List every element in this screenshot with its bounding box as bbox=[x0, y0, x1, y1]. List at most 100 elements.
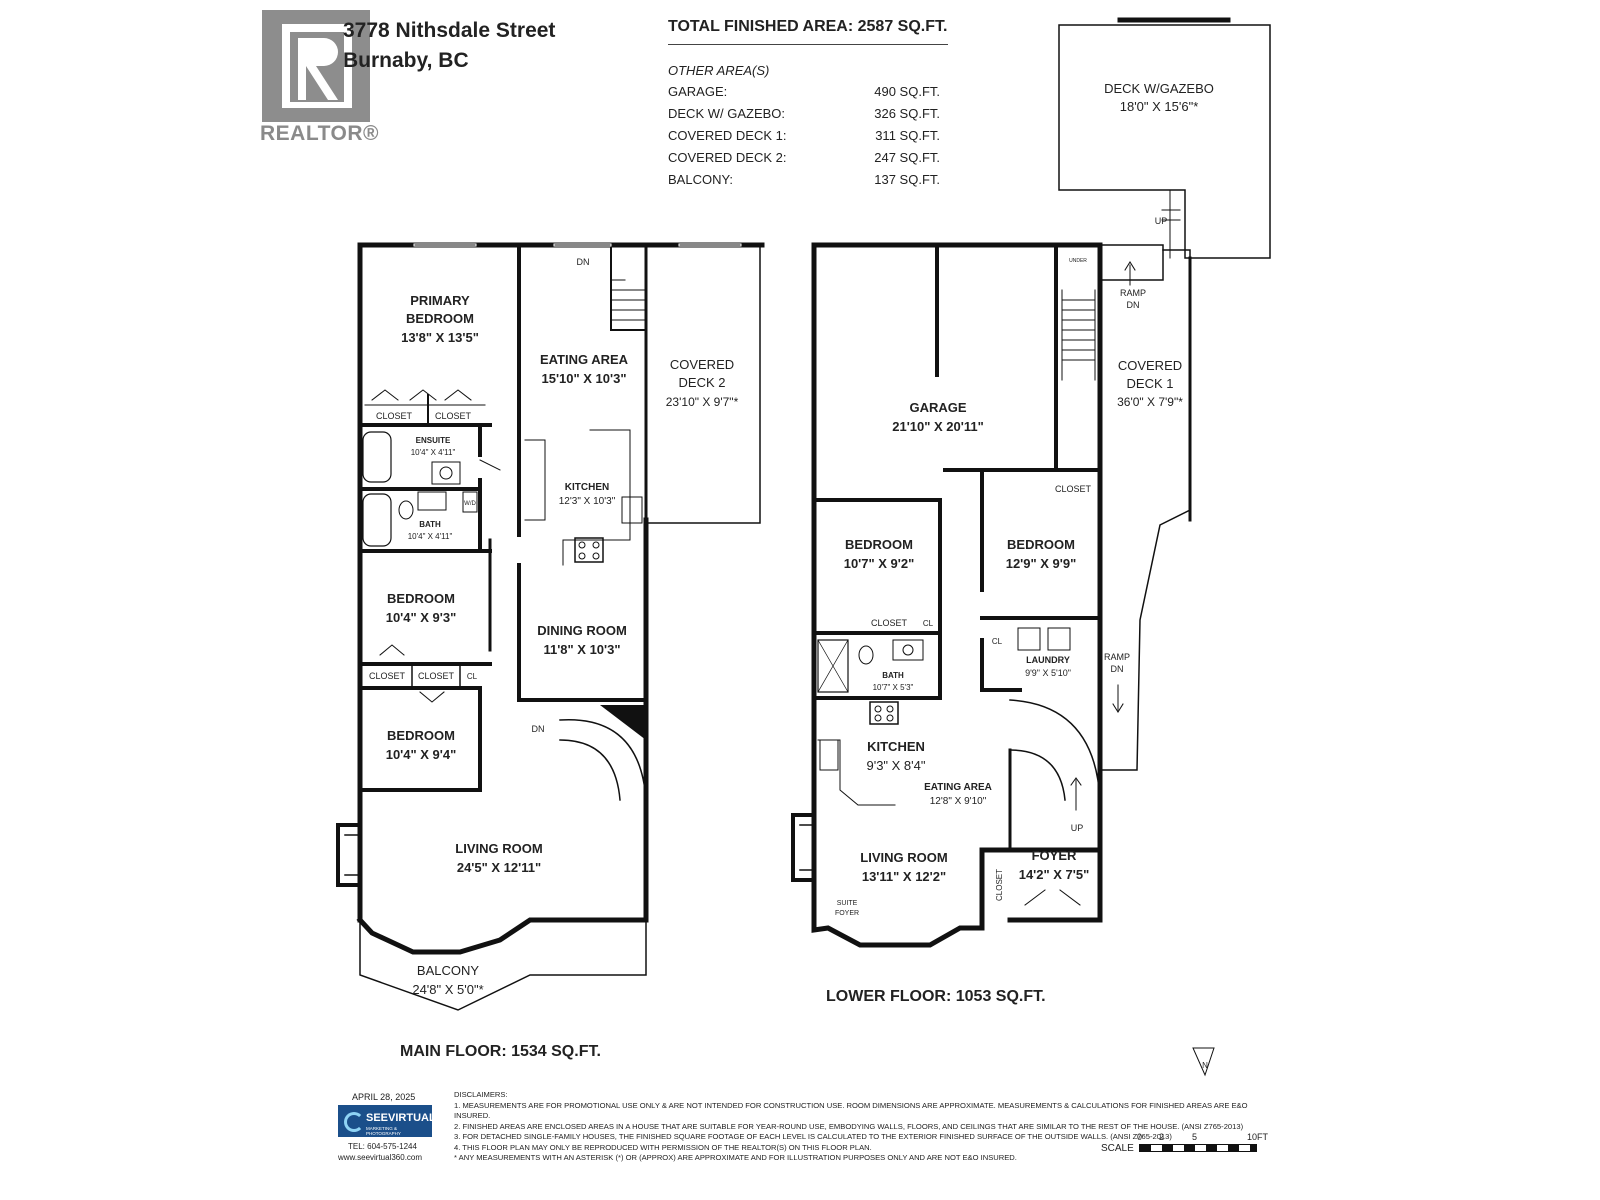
main-dining-room-dim: 11'8" X 10'3" bbox=[543, 642, 620, 657]
realtor-logo bbox=[260, 8, 378, 150]
disclaimer-line: 4. THIS FLOOR PLAN MAY ONLY BE REPRODUCE… bbox=[454, 1142, 872, 1152]
other-area-value: 247 SQ.FT. bbox=[874, 150, 940, 165]
main-closet-4: CLOSET bbox=[418, 671, 455, 681]
lower-bedroom1-dim: 10'7" X 9'2" bbox=[844, 556, 915, 571]
disclaimer-line: 3. FOR DETACHED SINGLE-FAMILY HOUSES, TH… bbox=[454, 1132, 1172, 1141]
main-balcony-dim: 24'8" X 5'0"* bbox=[412, 982, 483, 997]
disclaimers: DISCLAIMERS: 1. MEASUREMENTS ARE FOR PRO… bbox=[454, 1090, 1264, 1164]
lower-cl-laundry: CL bbox=[992, 637, 1003, 646]
other-area-row: COVERED DECK 2: 247 SQ.FT. bbox=[668, 147, 940, 169]
scale-tick: 5 bbox=[1192, 1132, 1198, 1142]
main-covered-deck2-name2: DECK 2 bbox=[679, 375, 726, 390]
lower-laundry-name: LAUNDRY bbox=[1026, 655, 1070, 665]
main-covered-deck2-name1: COVERED bbox=[670, 357, 734, 372]
main-kitchen-name: KITCHEN bbox=[565, 482, 609, 493]
seevirtual-swirl-icon bbox=[344, 1112, 364, 1132]
main-eating-area-name: EATING AREA bbox=[540, 352, 629, 367]
other-area-row: GARAGE:490 SQ.FT. bbox=[668, 81, 940, 103]
realtor-mark: REALTOR® bbox=[260, 122, 380, 145]
lower-suite-foyer-l1: SUITE bbox=[837, 900, 858, 907]
disclaimer-line: 2. FINISHED AREAS ARE ENCLOSED AREAS IN … bbox=[454, 1121, 1244, 1131]
main-bedroom1-name: BEDROOM bbox=[387, 591, 455, 606]
lower-floor-plan bbox=[791, 17, 1271, 948]
main-bedroom1-dim: 10'4" X 9'3" bbox=[386, 610, 457, 625]
other-area-label: COVERED DECK 2: bbox=[668, 150, 787, 165]
other-area-row: BALCONY: 137 SQ.FT. bbox=[668, 169, 940, 191]
main-bath-name: BATH bbox=[419, 520, 441, 529]
lower-ramp-mid-l1: RAMP bbox=[1104, 652, 1130, 662]
lower-under-stair-l1: UNDER bbox=[1069, 258, 1087, 264]
main-balcony-name: BALCONY bbox=[417, 963, 479, 978]
north-arrow-icon bbox=[1192, 1047, 1215, 1077]
main-ensuite-name: ENSUITE bbox=[416, 436, 451, 445]
realtor-r-icon bbox=[262, 10, 370, 122]
main-covered-deck2-dim: 23'10" X 9'7"* bbox=[666, 395, 739, 409]
main-bedroom2-dim: 10'4" X 9'4" bbox=[386, 747, 457, 762]
main-dining-room-name: DINING ROOM bbox=[537, 623, 627, 638]
footer-web: www.seevirtual360.com bbox=[338, 1153, 423, 1162]
main-primary-bedroom-name1: PRIMARY bbox=[410, 293, 470, 308]
disclaimer-line: 1. MEASUREMENTS ARE FOR PROMOTIONAL USE … bbox=[454, 1100, 1248, 1121]
lower-ramp-top-l2: DN bbox=[1127, 300, 1140, 310]
lower-cl-bed1: CL bbox=[923, 619, 934, 628]
main-wd: W/D bbox=[464, 501, 476, 507]
lower-garage-name: GARAGE bbox=[909, 400, 966, 415]
lower-up-stair: UP bbox=[1071, 823, 1084, 833]
main-dn-top: DN bbox=[577, 257, 590, 267]
lower-foyer-dim: 14'2" X 7'5" bbox=[1019, 867, 1090, 882]
disclaimer-line: * ANY MEASUREMENTS WITH AN ASTERISK (*) … bbox=[454, 1153, 1017, 1162]
lower-foyer-name: FOYER bbox=[1032, 848, 1077, 863]
main-living-room-dim: 24'5" X 12'11" bbox=[457, 860, 541, 875]
lower-covered-deck1-name1: COVERED bbox=[1118, 358, 1182, 373]
scale-bars bbox=[1139, 1144, 1257, 1152]
other-areas-title: OTHER AREA(S) bbox=[668, 63, 770, 78]
main-closet-3: CLOSET bbox=[369, 671, 406, 681]
main-eating-area-dim: 15'10" X 10'3" bbox=[541, 371, 626, 386]
footer-tel: TEL: 604-575-1244 bbox=[348, 1142, 417, 1151]
lower-laundry-dim: 9'9" X 5'10" bbox=[1025, 668, 1071, 678]
main-bedroom2-name: BEDROOM bbox=[387, 728, 455, 743]
lower-up-deck: UP bbox=[1155, 216, 1168, 226]
other-area-label: BALCONY: bbox=[668, 172, 734, 187]
other-area-value: 326 SQ.FT. bbox=[874, 106, 940, 121]
lower-living-room-dim: 13'11" X 12'2" bbox=[862, 869, 946, 884]
main-ensuite-dim: 10'4" X 4'11" bbox=[411, 448, 456, 457]
main-primary-bedroom-dim: 13'8" X 13'5" bbox=[401, 330, 479, 345]
main-kitchen-dim: 12'3" X 10'3" bbox=[559, 496, 616, 507]
main-closet-1: CLOSET bbox=[376, 411, 413, 421]
main-closet-2: CLOSET bbox=[435, 411, 472, 421]
lower-bath-name: BATH bbox=[882, 671, 904, 680]
lower-floor-label: LOWER FLOOR: 1053 SQ.FT. bbox=[826, 988, 1046, 1005]
lower-covered-deck1-dim: 36'0" X 7'9"* bbox=[1117, 395, 1183, 409]
scale-tick: 10FT bbox=[1247, 1132, 1269, 1142]
main-cl: CL bbox=[467, 672, 478, 681]
lower-deck-gazebo-name: DECK W/GAZEBO bbox=[1104, 81, 1214, 96]
scale-tick: 2 bbox=[1159, 1132, 1165, 1142]
other-area-value: 137 SQ.FT. bbox=[874, 172, 940, 187]
other-area-label: GARAGE: bbox=[668, 84, 728, 99]
other-area-label: COVERED DECK 1: bbox=[668, 128, 787, 143]
lower-deck-gazebo-dim: 18'0" X 15'6"* bbox=[1120, 99, 1199, 114]
lower-closet-bed2: CLOSET bbox=[1055, 484, 1092, 494]
lower-bath-dim: 10'7" X 5'3" bbox=[873, 683, 914, 692]
lower-bedroom2-dim: 12'9" X 9'9" bbox=[1006, 556, 1077, 571]
lower-bedroom2-name: BEDROOM bbox=[1007, 537, 1075, 552]
main-living-room-name: LIVING ROOM bbox=[455, 841, 542, 856]
lower-closet-bed1: CLOSET bbox=[871, 618, 908, 628]
seevirtual-logo: SEEVIRTUAL MARKETING & PHOTOGRAPHY bbox=[338, 1105, 436, 1137]
main-bath-dim: 10'4" X 4'11" bbox=[408, 532, 453, 541]
address-line1: 3778 Nithsdale Street bbox=[343, 19, 556, 42]
lower-kitchen-dim: 9'3" X 8'4" bbox=[866, 758, 925, 773]
other-areas-list: GARAGE:490 SQ.FT. DECK W/ GAZEBO: 326 SQ.F… bbox=[668, 81, 940, 191]
total-finished-area: TOTAL FINISHED AREA: 2587 SQ.FT. bbox=[668, 18, 948, 45]
scale-tick: 0 bbox=[1137, 1132, 1143, 1142]
lower-bedroom1-name: BEDROOM bbox=[845, 537, 913, 552]
lower-eating-area-name: EATING AREA bbox=[924, 782, 992, 793]
lower-living-room-name: LIVING ROOM bbox=[860, 850, 947, 865]
main-floor-label: MAIN FLOOR: 1534 SQ.FT. bbox=[400, 1043, 601, 1060]
other-area-label: DECK W/ GAZEBO: bbox=[668, 106, 786, 121]
lower-ramp-mid-l2: DN bbox=[1111, 664, 1124, 674]
footer-date: APRIL 28, 2025 bbox=[352, 1092, 416, 1102]
